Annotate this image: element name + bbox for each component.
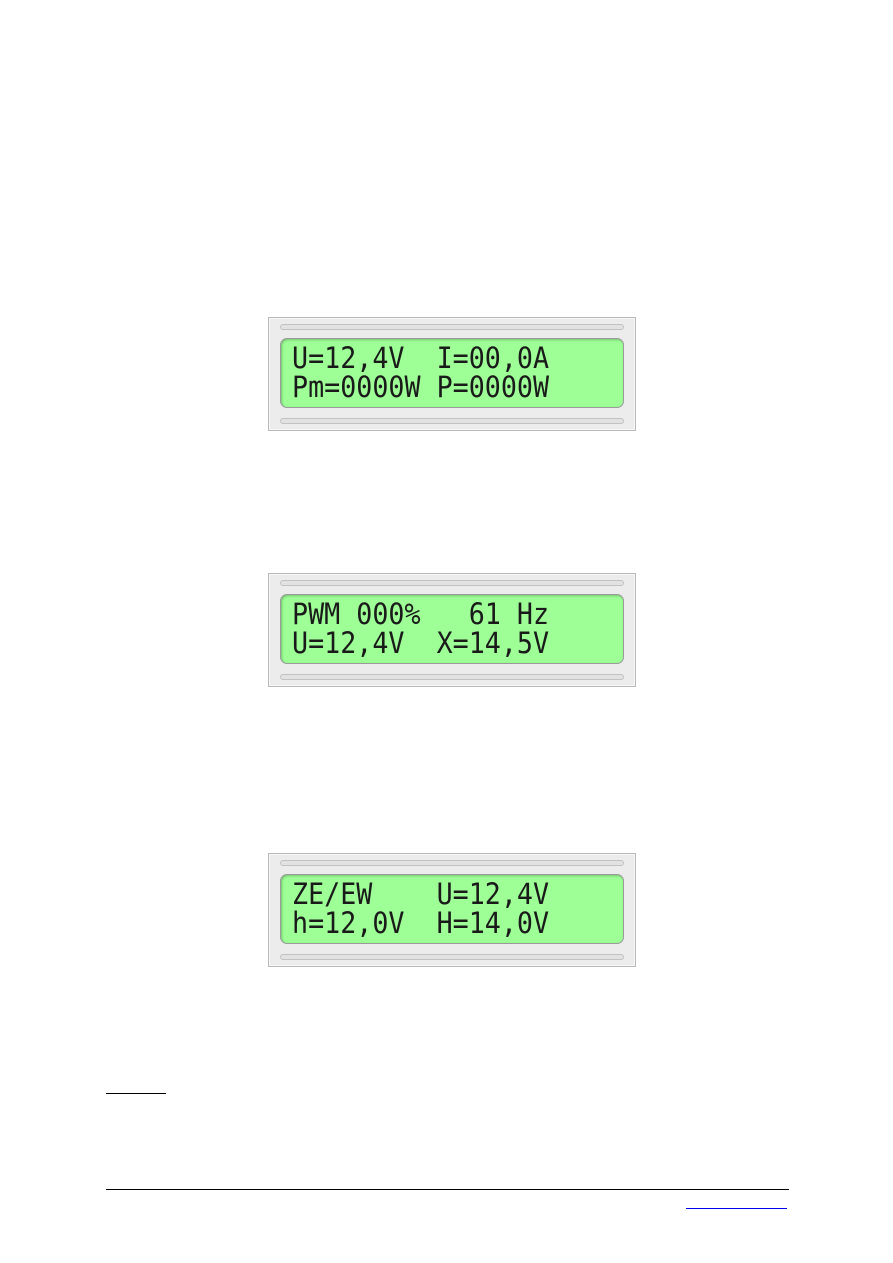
lcd-display-2: PWM 000% 61 Hz U=12,4V X=14,5V	[268, 573, 636, 687]
lcd-bottom-rail	[280, 674, 624, 680]
lcd-screen: PWM 000% 61 Hz U=12,4V X=14,5V	[280, 594, 624, 664]
footer-divider	[106, 1189, 789, 1190]
lcd-screen: U=12,4V I=00,0A Pm=0000W P=0000W	[280, 338, 624, 408]
lcd-screen: ZE/EW U=12,4V h=12,0V H=14,0V	[280, 874, 624, 944]
lcd-top-rail	[280, 580, 624, 586]
lcd-display-3: ZE/EW U=12,4V h=12,0V H=14,0V	[268, 853, 636, 967]
lcd-bottom-rail	[280, 418, 624, 424]
lcd-line-2: Pm=0000W P=0000W	[292, 370, 550, 404]
footer-link-underline	[686, 1208, 787, 1209]
heading-underline	[106, 1093, 166, 1094]
lcd-display-1: U=12,4V I=00,0A Pm=0000W P=0000W	[268, 317, 636, 431]
lcd-line-1: PWM 000% 61 Hz	[292, 597, 550, 631]
lcd-bottom-rail	[280, 954, 624, 960]
lcd-line-2: U=12,4V X=14,5V	[292, 626, 550, 660]
underlined-heading-mark	[106, 1082, 166, 1094]
lcd-line-2: h=12,0V H=14,0V	[292, 906, 550, 940]
lcd-line-1: ZE/EW U=12,4V	[292, 877, 550, 911]
footer-link[interactable]	[686, 1198, 787, 1210]
lcd-top-rail	[280, 860, 624, 866]
lcd-line-1: U=12,4V I=00,0A	[292, 341, 550, 375]
lcd-top-rail	[280, 324, 624, 330]
